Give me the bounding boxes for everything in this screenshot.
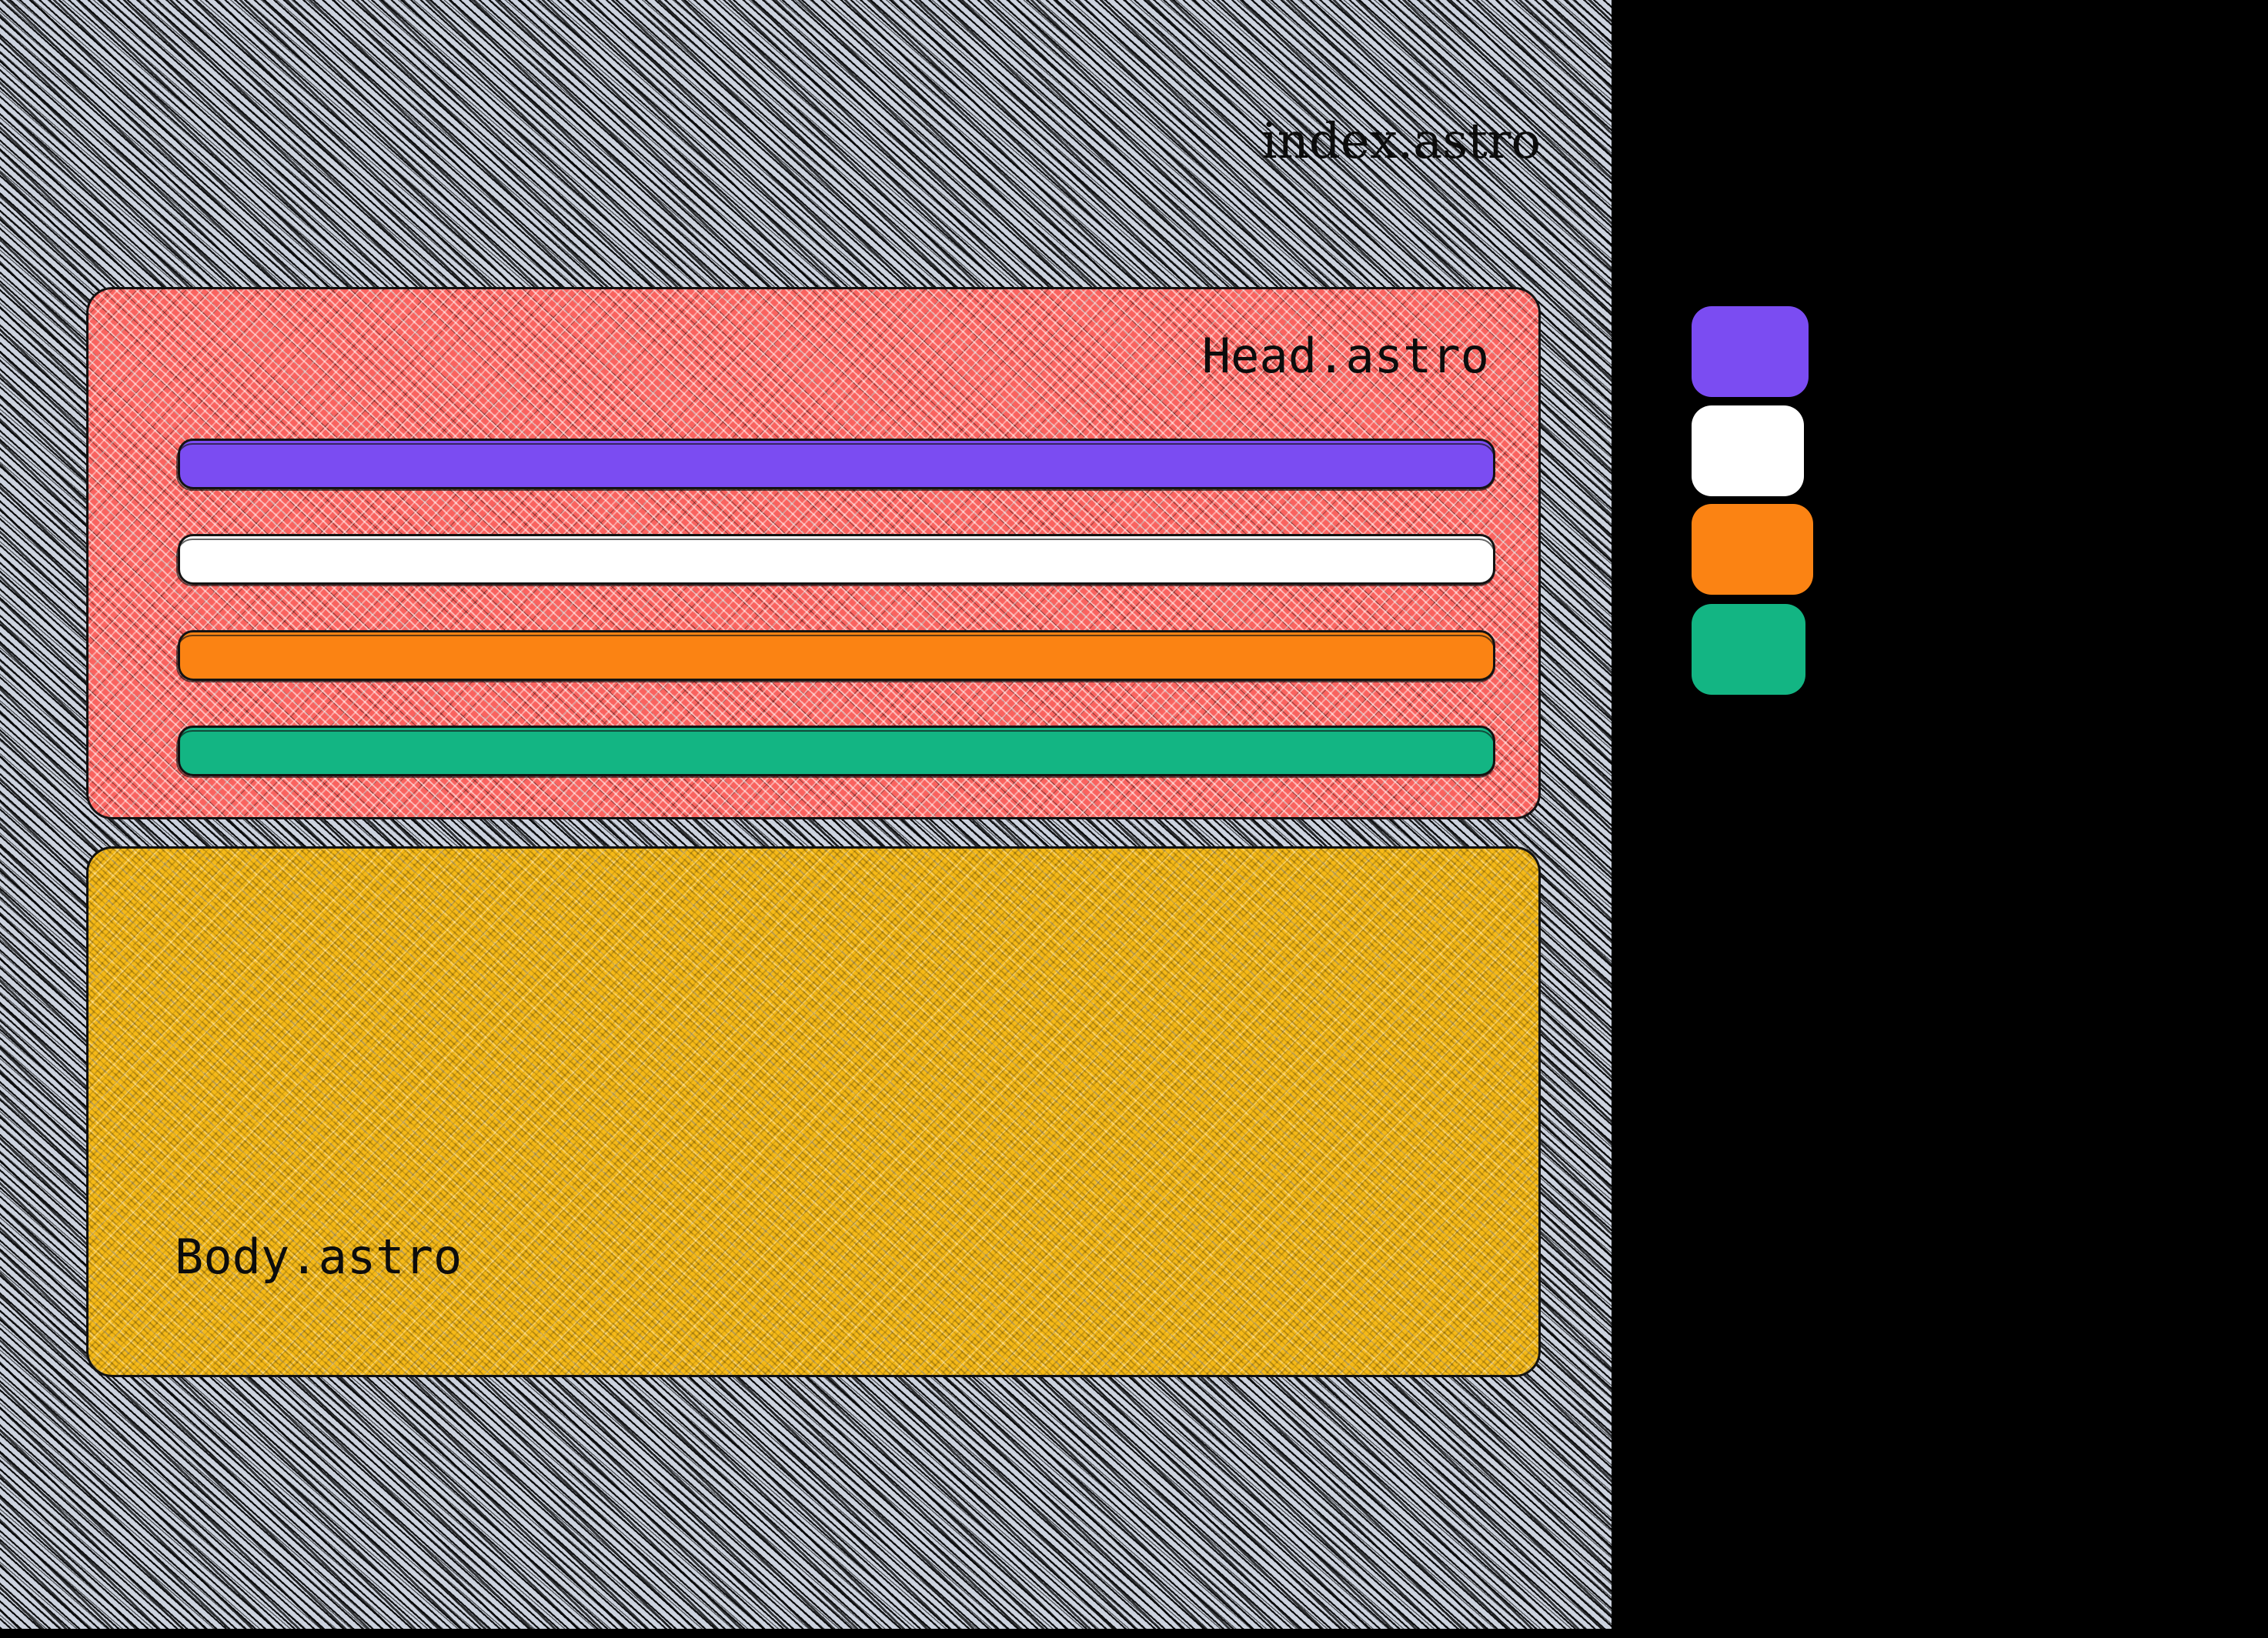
body-astro-label: Body.astro [175,1229,463,1285]
purple-bar[interactable] [176,439,1495,491]
body-card-hatch-texture [89,849,1538,1375]
green-swatch[interactable] [1692,600,1810,695]
purple-swatch[interactable] [1692,302,1813,397]
head-astro-card[interactable]: Head.astro [86,287,1541,819]
white-swatch[interactable] [1692,402,1809,496]
index-astro-label: index.astro [1261,113,1541,170]
head-astro-label: Head.astro [1201,328,1489,384]
color-legend [1692,302,1838,706]
orange-bar[interactable] [176,630,1495,682]
white-bar[interactable] [176,534,1495,586]
sketch-canvas: index.astro Head.astro Body.astro [0,0,1612,1629]
green-bar[interactable] [176,726,1495,778]
orange-swatch[interactable] [1692,500,1818,595]
body-astro-card[interactable]: Body.astro [86,846,1541,1377]
